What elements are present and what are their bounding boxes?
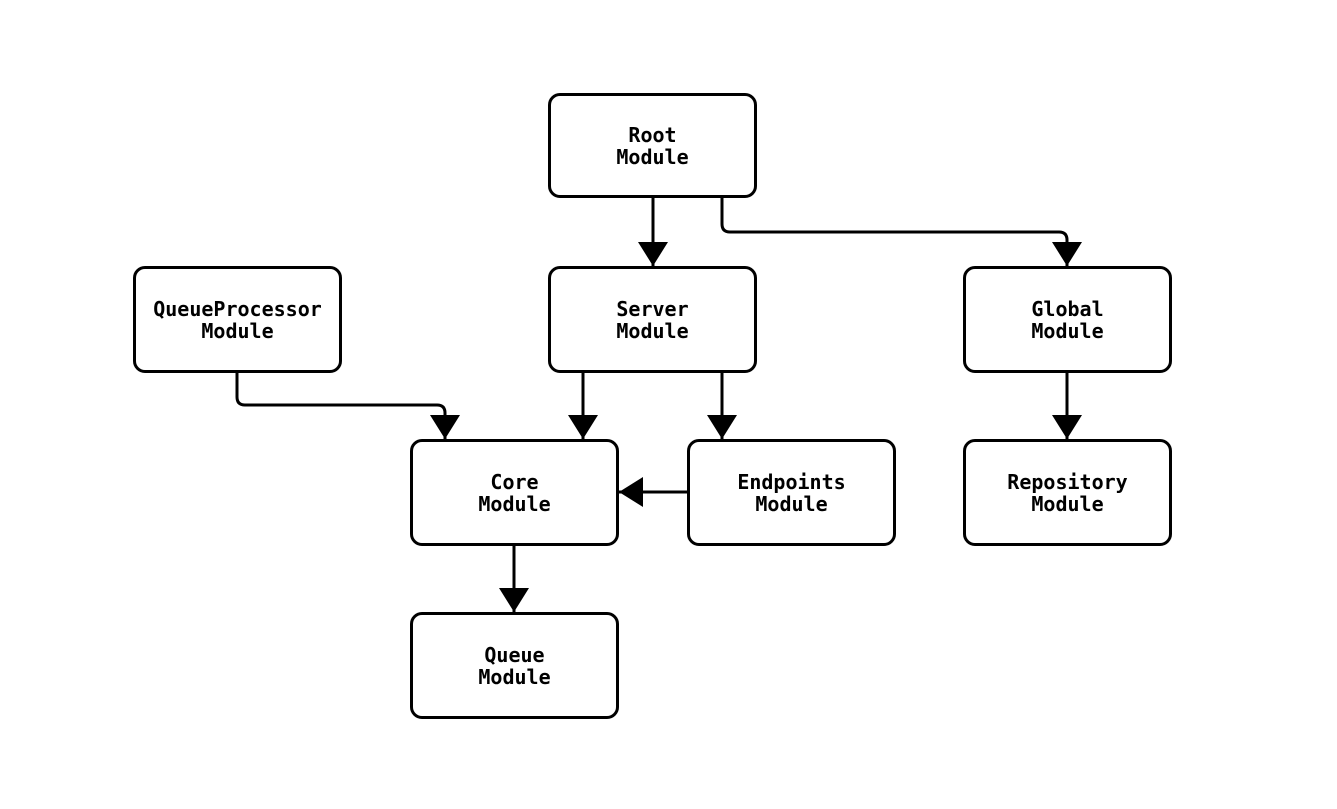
node-queueprocessor-module: QueueProcessor Module xyxy=(133,266,342,373)
edge-queueprocessor-to-core xyxy=(235,373,460,439)
node-server-module: Server Module xyxy=(548,266,757,373)
node-root-module-label: Root Module xyxy=(616,122,689,169)
node-repository-module: Repository Module xyxy=(963,439,1172,546)
node-global-module: Global Module xyxy=(963,266,1172,373)
node-repository-module-label: Repository Module xyxy=(1007,469,1128,516)
node-server-module-label: Server Module xyxy=(616,296,689,343)
node-queue-module: Queue Module xyxy=(410,612,619,719)
node-endpoints-module: Endpoints Module xyxy=(687,439,896,546)
node-queue-module-label: Queue Module xyxy=(478,642,551,689)
node-queueprocessor-module-label: QueueProcessor Module xyxy=(153,296,322,343)
node-global-module-label: Global Module xyxy=(1031,296,1104,343)
node-root-module: Root Module xyxy=(548,93,757,198)
node-endpoints-module-label: Endpoints Module xyxy=(737,469,846,516)
edge-root-to-global xyxy=(720,198,1082,266)
node-core-module-label: Core Module xyxy=(478,469,551,516)
node-core-module: Core Module xyxy=(410,439,619,546)
